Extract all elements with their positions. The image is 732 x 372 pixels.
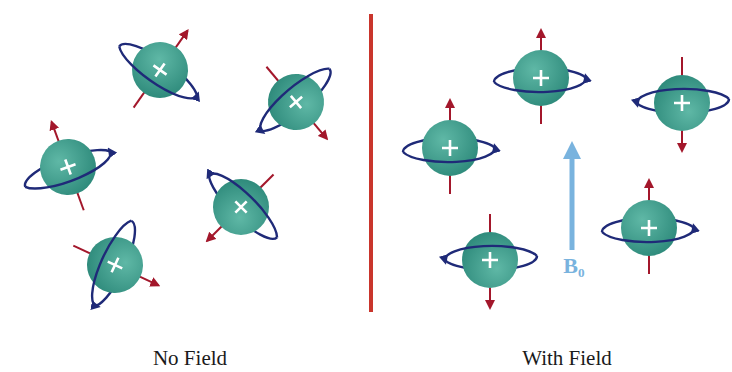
spin-nucleus [635, 57, 729, 151]
spin-nucleus [7, 106, 127, 226]
spin-nucleus [95, 4, 226, 135]
panel-caption: With Field [522, 346, 612, 371]
spin-nucleus [53, 203, 178, 328]
spin-nucleus [230, 37, 362, 169]
field-arrow [570, 150, 575, 250]
field-symbol: B₀ [563, 253, 584, 279]
spin-nucleus [403, 100, 497, 194]
spin-nucleus [494, 30, 588, 124]
spin-nucleus [443, 214, 537, 308]
divider-line [369, 14, 373, 312]
panel-caption: No Field [153, 346, 227, 371]
spin-nucleus [174, 141, 307, 274]
spin-nucleus [602, 180, 696, 274]
